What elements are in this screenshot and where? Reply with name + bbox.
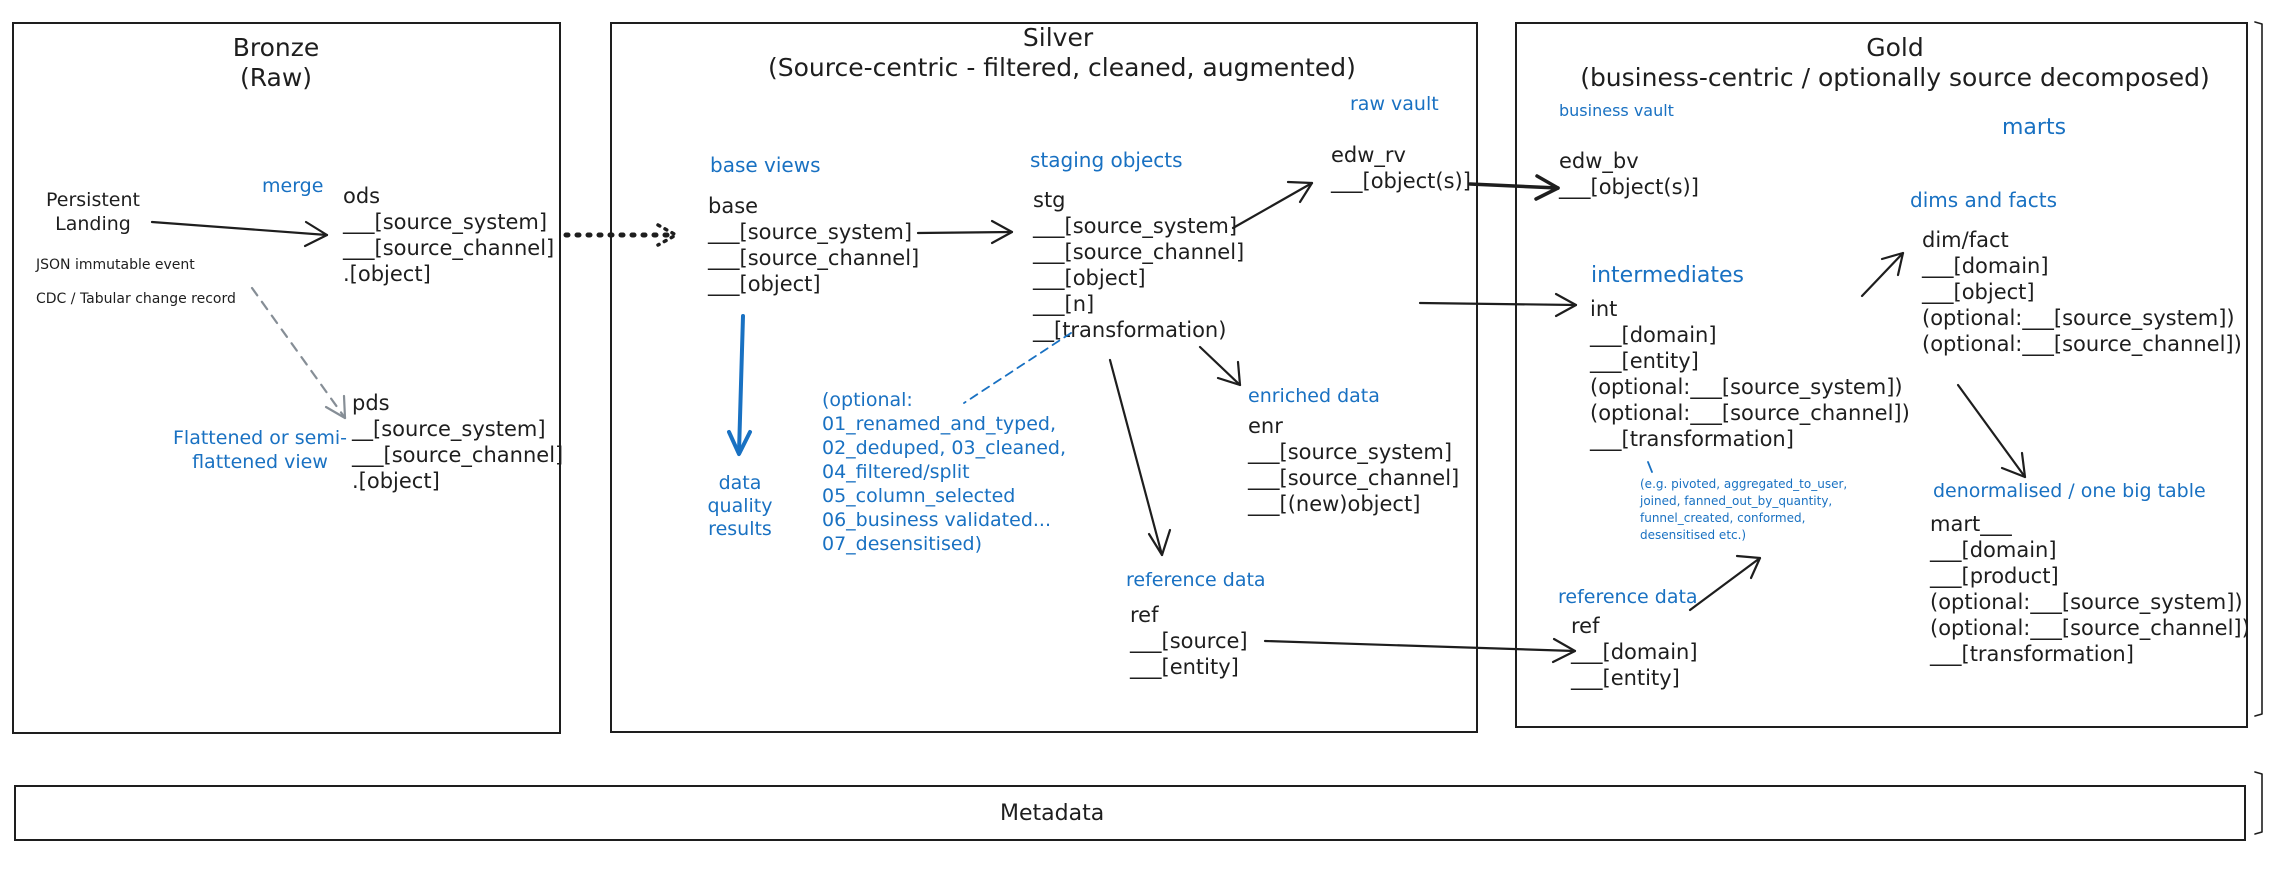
- edw-rv-block: edw_rv ___[object(s)]: [1331, 143, 1471, 193]
- arrow-base-to-stg: [916, 230, 1014, 235]
- dim-fact-block: dim/fact ___[domain] ___[object] (option…: [1922, 228, 2242, 356]
- gold-layer-box: [1515, 22, 2248, 728]
- arrow-silver-ref-to-gold-ref: [1263, 639, 1577, 653]
- arrow-cdc-to-pds-dashed: [250, 286, 347, 420]
- transformation-examples-note: (e.g. pivoted, aggregated_to_user, joine…: [1640, 477, 1848, 542]
- metadata-box: [14, 785, 2246, 841]
- flattened-view-label: Flattened or semi- flattened view: [173, 427, 347, 473]
- arrow-dim-fact-to-mart: [1956, 383, 2027, 479]
- gold-reference-data-label: reference data: [1558, 586, 1698, 608]
- arrow-int-to-dim-fact: [1860, 251, 1905, 298]
- silver-title: Silver (Source-centric - filtered, clean…: [768, 23, 1356, 82]
- arrow-gold-ref-to-int-note: [1688, 556, 1762, 612]
- dims-and-facts-label: dims and facts: [1910, 188, 2058, 212]
- arrow-stg-to-silver-ref: [1108, 358, 1164, 557]
- arrow-stg-to-enriched: [1198, 345, 1242, 387]
- metadata-label: Metadata: [1000, 801, 1105, 826]
- right-bracket-top: [2254, 21, 2263, 717]
- intermediates-label: intermediates: [1591, 263, 1745, 288]
- merge-label: merge: [262, 175, 324, 197]
- arrow-stg-to-edw-rv: [1231, 181, 1314, 230]
- gold-ref-block: ref ___[domain] ___[entity]: [1571, 614, 1698, 690]
- pds-block: pds __[source_system] ___[source_channel…: [352, 391, 564, 493]
- raw-vault-label: raw vault: [1350, 93, 1439, 115]
- denormalised-one-big-table-label: denormalised / one big table: [1933, 480, 2206, 502]
- edw-bv-block: edw_bv ___[object(s)]: [1559, 149, 1699, 199]
- staging-objects-label: staging objects: [1030, 148, 1183, 172]
- enr-block: enr ___[source_system] ___[source_channe…: [1248, 414, 1460, 516]
- stg-block: stg ___[source_system] ___[source_channe…: [1033, 188, 1245, 342]
- json-immutable-event-note: JSON immutable event: [36, 257, 195, 273]
- int-block: int ___[domain] ___[entity] (optional:__…: [1590, 297, 1910, 451]
- int-note-tick: [1647, 461, 1653, 473]
- bronze-layer-box: [12, 22, 561, 734]
- arrow-landing-to-ods: [150, 220, 329, 237]
- enriched-data-label: enriched data: [1248, 385, 1380, 407]
- arrow-base-to-data-quality: [737, 314, 745, 454]
- arrow-edw-rv-to-edw-bv: [1468, 182, 1560, 190]
- mart-block: mart___ ___[domain] ___[product] (option…: [1930, 512, 2250, 666]
- silver-ref-block: ref ___[source] ___[entity]: [1130, 603, 1248, 679]
- silver-layer-box: [610, 22, 1478, 733]
- base-block: base ___[source_system] ___[source_chann…: [708, 194, 920, 296]
- data-quality-results-label: data quality results: [707, 472, 773, 540]
- ods-block: ods ___[source_system] ___[source_channe…: [343, 184, 555, 286]
- arrow-stg-to-int: [1418, 301, 1578, 307]
- business-vault-label: business vault: [1559, 101, 1674, 120]
- gold-title: Gold (business-centric / optionally sour…: [1580, 33, 2210, 92]
- optional-steps-note: (optional: 01_renamed_and_typed, 02_dedu…: [822, 389, 1066, 555]
- silver-reference-data-label: reference data: [1126, 569, 1266, 591]
- right-bracket-bottom: [2254, 771, 2263, 835]
- cdc-change-record-note: CDC / Tabular change record: [36, 291, 236, 307]
- marts-label: marts: [2002, 115, 2067, 140]
- bronze-title: Bronze (Raw): [232, 33, 320, 92]
- stg-to-optional-note-dashed: [963, 332, 1072, 404]
- persistent-landing-label: Persistent Landing: [46, 189, 140, 235]
- base-views-label: base views: [710, 153, 821, 177]
